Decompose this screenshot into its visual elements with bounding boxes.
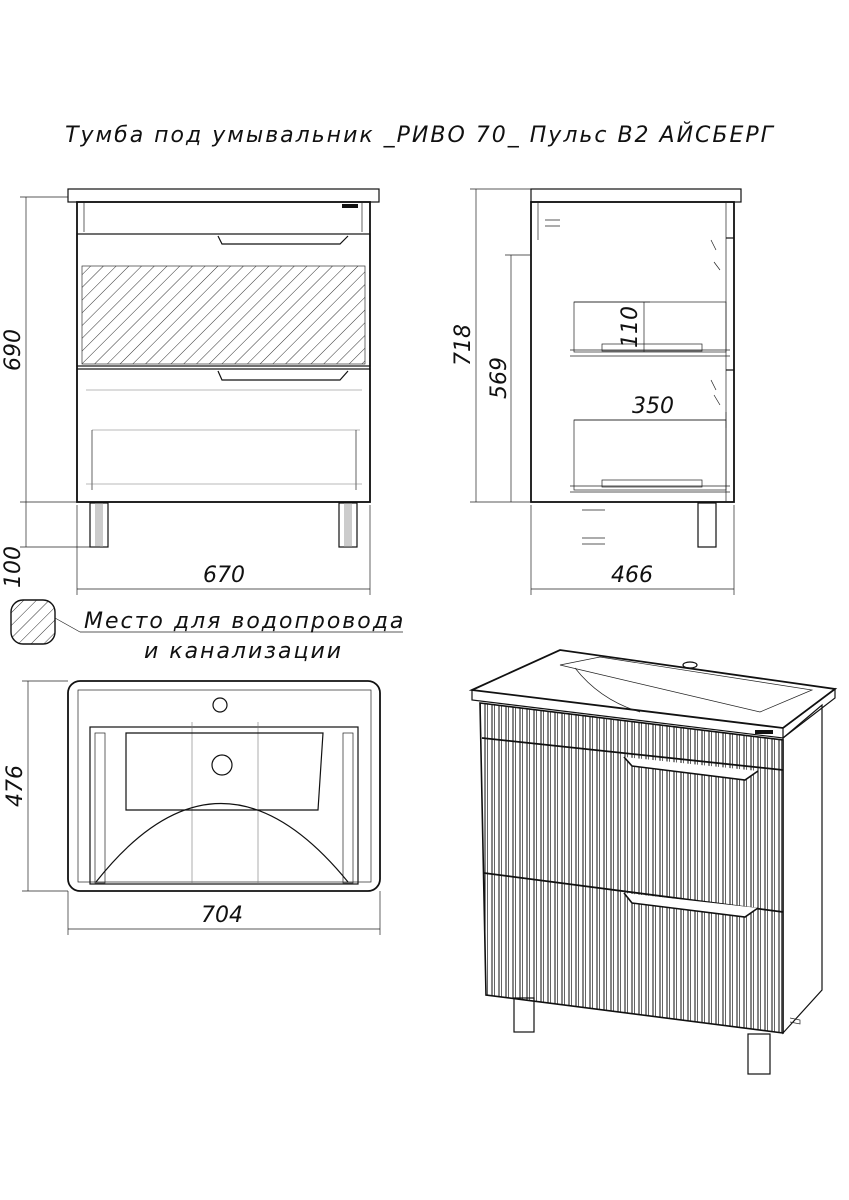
leg-height-label: 100: [1, 546, 26, 588]
top-view: 476 704: [3, 680, 381, 935]
plumbing-hatch-area: [81, 265, 366, 365]
front-width-label: 670: [203, 563, 245, 588]
side-inner-height-label: 569: [487, 357, 512, 399]
isometric-view: [468, 649, 838, 1075]
page-title: Тумба под умывальник _РИВО 70_ Пульс В2 …: [65, 122, 775, 148]
legend-line-2: и канализации: [144, 639, 343, 664]
fluted-front: [479, 702, 784, 1034]
legend-hatch-swatch: [10, 599, 56, 645]
drawer-depth-label: 350: [632, 394, 674, 419]
front-view: 690 100 670: [1, 188, 380, 595]
top-width-label: 704: [201, 903, 243, 928]
legend: Место для водопровода и канализации: [10, 599, 405, 664]
legend-line-1: Место для водопровода: [84, 609, 405, 634]
side-height-label: 718: [451, 324, 476, 366]
side-view: 718 569 110 350 466: [451, 188, 742, 595]
top-depth-label: 476: [3, 765, 28, 807]
front-height-label: 690: [1, 329, 26, 371]
side-depth-label: 466: [611, 563, 653, 588]
drawer-height-label: 110: [618, 306, 643, 348]
